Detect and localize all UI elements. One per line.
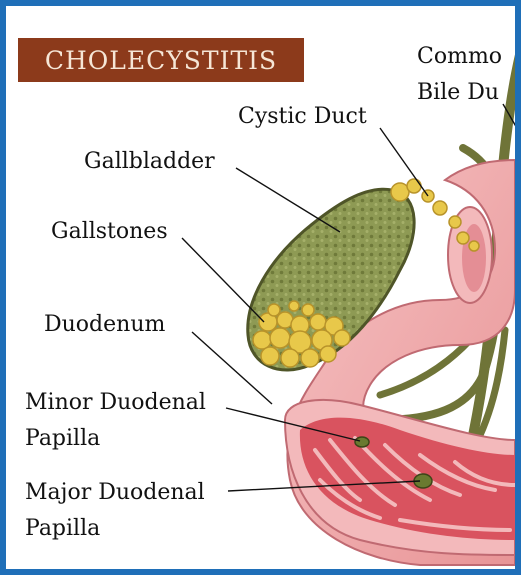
gallstones	[252, 300, 351, 368]
label-duodenum: Duodenum	[44, 312, 166, 337]
label-major-papilla-line1: Major Duodenal	[25, 480, 205, 505]
leader-lines	[181, 103, 515, 492]
label-major-papilla-line2: Papilla	[25, 516, 101, 541]
label-minor-papilla-line1: Minor Duodenal	[25, 390, 206, 415]
label-common-bile-duct-line1: Commo	[417, 44, 503, 69]
label-gallbladder: Gallbladder	[84, 149, 215, 174]
cystic-duct-stones	[390, 178, 480, 252]
label-gallstones: Gallstones	[51, 219, 168, 244]
title-banner: CHOLECYSTITIS	[18, 38, 304, 82]
anatomy-illustration	[181, 54, 515, 566]
label-common-bile-duct-line2: Bile Du	[417, 80, 500, 105]
minor-duodenal-papilla	[354, 436, 370, 448]
label-minor-papilla-line2: Papilla	[25, 426, 101, 451]
label-cystic-duct: Cystic Duct	[238, 104, 367, 129]
duodenum-cutaway	[283, 399, 515, 556]
